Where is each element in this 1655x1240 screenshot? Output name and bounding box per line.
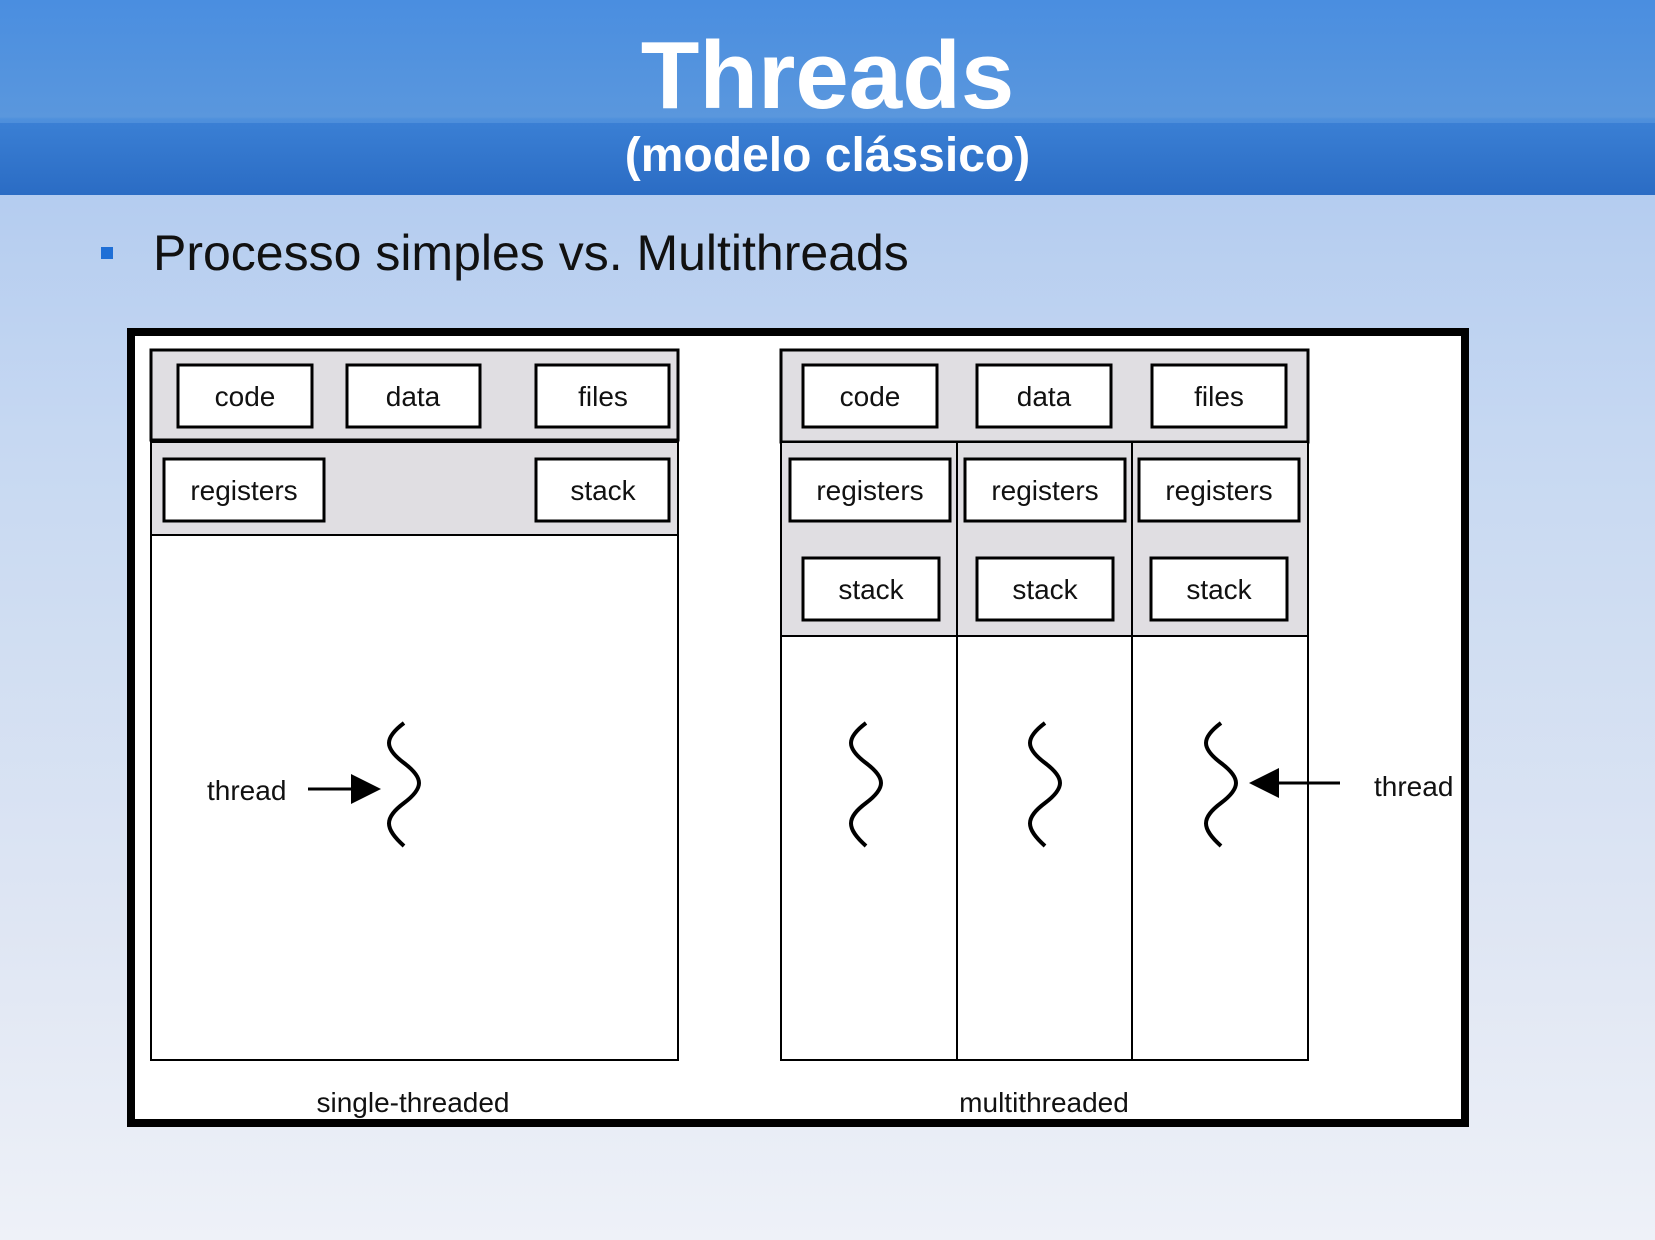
multithreaded-caption: multithreaded: [959, 1087, 1129, 1118]
multi-stack-box-1: stack: [801, 556, 941, 622]
single-stack-box: stack: [534, 457, 671, 523]
svg-text:registers: registers: [190, 475, 297, 506]
single-thread-squiggle-icon: [387, 721, 421, 848]
svg-text:code: code: [840, 381, 901, 412]
multi-thread-squiggle-icon-1: [849, 721, 883, 848]
multi-registers-box-1: registers: [788, 457, 952, 523]
slide-title: Threads: [640, 22, 1015, 129]
multithreaded-process: code data files registers registers regi…: [779, 348, 1453, 1118]
slide-header: Threads (modelo clássico): [0, 0, 1655, 195]
single-thread-label: thread: [207, 775, 286, 806]
multi-thread-squiggle-icon-2: [1028, 721, 1062, 848]
multi-registers-box-3: registers: [1137, 457, 1301, 523]
svg-text:data: data: [1017, 381, 1072, 412]
svg-text:registers: registers: [991, 475, 1098, 506]
single-threaded-caption: single-threaded: [316, 1087, 509, 1118]
multi-thread-squiggle-icon-3: [1204, 721, 1238, 848]
svg-text:registers: registers: [1165, 475, 1272, 506]
slide-subtitle: (modelo clássico): [624, 129, 1031, 182]
svg-text:files: files: [1194, 381, 1244, 412]
multi-thread-label: thread: [1374, 771, 1453, 802]
multi-stack-box-3: stack: [1149, 556, 1289, 622]
multi-data-box: data: [975, 363, 1113, 429]
bullet-text: Processo simples vs. Multithreads: [153, 225, 909, 281]
header-band: [0, 123, 1655, 195]
svg-text:stack: stack: [838, 574, 904, 605]
svg-text:registers: registers: [816, 475, 923, 506]
single-code-box: code: [176, 363, 314, 429]
bullet-square-icon: [101, 247, 113, 259]
multi-files-box: files: [1150, 363, 1288, 429]
svg-text:stack: stack: [570, 475, 636, 506]
multi-code-box: code: [801, 363, 939, 429]
svg-text:stack: stack: [1186, 574, 1252, 605]
svg-text:data: data: [386, 381, 441, 412]
svg-text:code: code: [215, 381, 276, 412]
svg-text:files: files: [578, 381, 628, 412]
single-threaded-process: code data files registers stack thread s…: [149, 348, 680, 1118]
multi-registers-box-2: registers: [963, 457, 1127, 523]
single-data-box: data: [345, 363, 482, 429]
single-files-box: files: [534, 363, 671, 429]
multi-stack-box-2: stack: [975, 556, 1115, 622]
svg-text:stack: stack: [1012, 574, 1078, 605]
single-registers-box: registers: [162, 457, 326, 523]
